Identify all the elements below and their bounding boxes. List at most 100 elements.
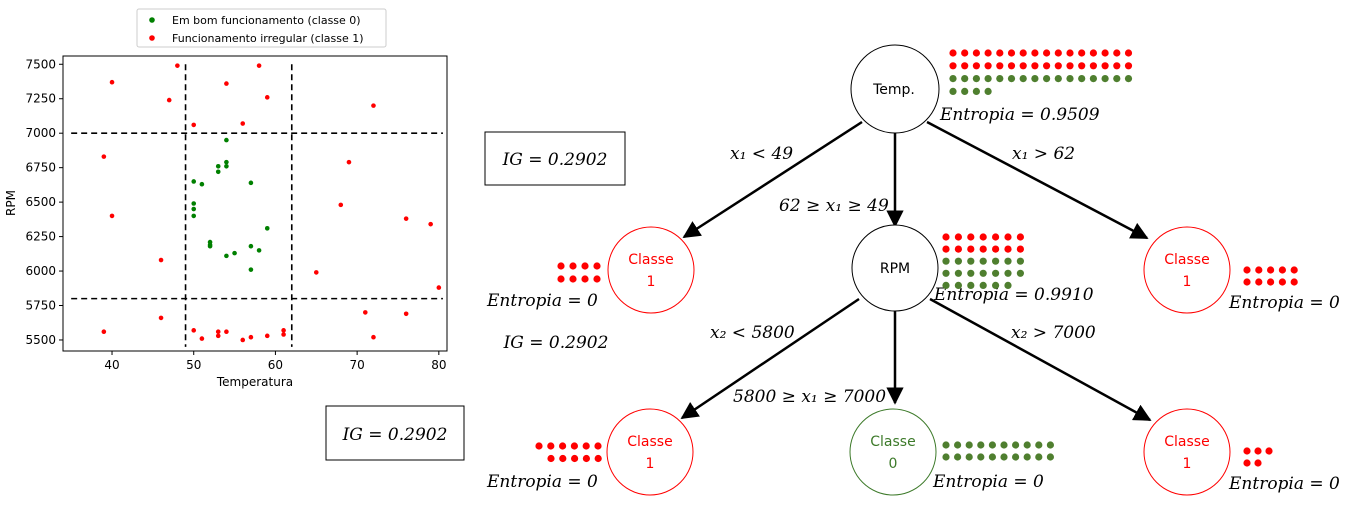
point-classe-1 [281, 328, 286, 333]
sample-dot-green [1019, 75, 1027, 83]
legend-label-classe-0: Em bom funcionamento (classe 0) [172, 14, 361, 27]
point-classe-1 [224, 329, 229, 335]
sample-dot-red [1066, 49, 1074, 57]
sample-dot-green [996, 75, 1004, 83]
point-classe-1 [256, 63, 262, 68]
sample-dot-red [1007, 49, 1016, 57]
point-classe-0 [224, 163, 229, 169]
sample-dot-green [1066, 75, 1074, 83]
sample-dot-red [1004, 233, 1012, 241]
sample-dot-red [582, 442, 590, 450]
samples-leaf-temp-left [557, 262, 601, 283]
edge-temp-right [926, 120, 1149, 240]
sample-dot-red [1278, 266, 1286, 274]
samples-root [949, 49, 1133, 95]
sample-dot-red [582, 454, 591, 463]
y-tick-label: 6000 [25, 264, 56, 278]
sample-dot-red [557, 262, 565, 270]
sample-dot-green [988, 453, 997, 461]
sample-dot-red [571, 454, 579, 463]
sample-dot-red [949, 62, 957, 70]
entropy-rpm: Entropia = 0.9910 [933, 285, 1094, 305]
node-root-temp [850, 44, 940, 134]
sample-dot-red [1278, 278, 1286, 286]
x-tick-label: 80 [431, 358, 446, 372]
x-axis-label: Temperatura [216, 375, 293, 389]
point-classe-1 [371, 103, 376, 108]
point-classe-0 [256, 248, 262, 253]
leaf-rpm-left-line1: Classe [627, 434, 672, 450]
point-classe-1 [215, 333, 221, 339]
leaf-temp-right [1143, 226, 1231, 314]
sample-dot-green [1000, 453, 1008, 461]
sample-dot-red [535, 442, 543, 450]
x-tick-label: 60 [268, 358, 283, 372]
sample-dot-red [1078, 62, 1086, 70]
sample-dot-red [1255, 278, 1263, 286]
edge-temp-left [682, 120, 863, 239]
node-rpm [851, 224, 939, 312]
y-axis-label: RPM [4, 190, 18, 216]
legend-box [136, 8, 387, 48]
sample-dot-red [559, 442, 567, 450]
point-classe-1 [158, 315, 164, 321]
samples-leaf-temp-right [1243, 266, 1298, 286]
point-classe-0 [191, 179, 197, 184]
leaf-rpm-mid [849, 408, 937, 496]
sample-dot-green [954, 281, 963, 289]
y-tick-label: 6250 [25, 230, 56, 244]
sample-dot-red [1007, 62, 1016, 70]
sample-dot-green [949, 75, 957, 83]
edge-label-rpm-mid: 5800 ≥ x₁ ≥ 7000 [733, 387, 886, 407]
sample-dot-green [961, 75, 969, 83]
y-tick-label: 7500 [25, 57, 56, 71]
ig-middle-text: IG = 0.2902 [503, 333, 609, 353]
sample-dot-green [988, 441, 997, 449]
sample-dot-red [1254, 459, 1262, 467]
decision-tree: x₁ < 49 62 ≥ x₁ ≥ 49 x₁ > 62 x₂ < 5800 5… [486, 44, 1340, 496]
point-classe-0 [224, 159, 229, 165]
sample-dot-red [1066, 62, 1074, 70]
sample-dot-green [1046, 453, 1054, 461]
sample-dot-red [972, 49, 981, 57]
sample-dot-green [1035, 441, 1043, 449]
threshold-lines [71, 64, 443, 347]
sample-dot-red [961, 62, 969, 70]
sample-dot-red [1004, 245, 1012, 253]
sample-dot-green [972, 75, 981, 83]
sample-dot-red [954, 245, 963, 253]
sample-dot-green [1089, 75, 1097, 83]
sample-dot-red [1243, 447, 1251, 455]
sample-dot-red [559, 454, 567, 463]
sample-dot-red [1016, 245, 1024, 253]
sample-dot-red [1078, 49, 1086, 57]
point-classe-1 [371, 334, 376, 340]
samples-leaf-rpm-left [535, 442, 602, 463]
sample-dot-red [992, 233, 1000, 241]
sample-dot-red [570, 442, 579, 450]
x-tick-label: 50 [186, 358, 201, 372]
sample-dot-red [967, 245, 975, 253]
point-classe-0 [199, 181, 205, 187]
entropy-root: Entropia = 0.9509 [939, 105, 1100, 125]
sample-dot-red [569, 262, 577, 270]
sample-dot-red [547, 442, 555, 450]
samples-leaf-rpm-right [1243, 447, 1273, 467]
sample-dot-green [965, 441, 973, 449]
sample-dot-green [954, 257, 963, 265]
edge-label-temp-right: x₁ > 62 [1012, 144, 1075, 164]
sample-dot-green [984, 87, 992, 95]
point-classe-1 [281, 332, 286, 337]
sample-dot-red [1124, 49, 1133, 57]
point-classe-1 [362, 310, 368, 315]
sample-dot-red [1101, 62, 1109, 70]
point-classe-1 [175, 63, 180, 68]
edge-label-rpm-left: x₂ < 5800 [710, 323, 795, 343]
point-classe-0 [264, 226, 270, 231]
sample-dot-red [1019, 49, 1027, 57]
sample-dot-green [942, 257, 950, 265]
sample-dot-green [1078, 75, 1086, 83]
sample-dot-green [984, 75, 992, 83]
sample-dot-red [1043, 49, 1051, 57]
